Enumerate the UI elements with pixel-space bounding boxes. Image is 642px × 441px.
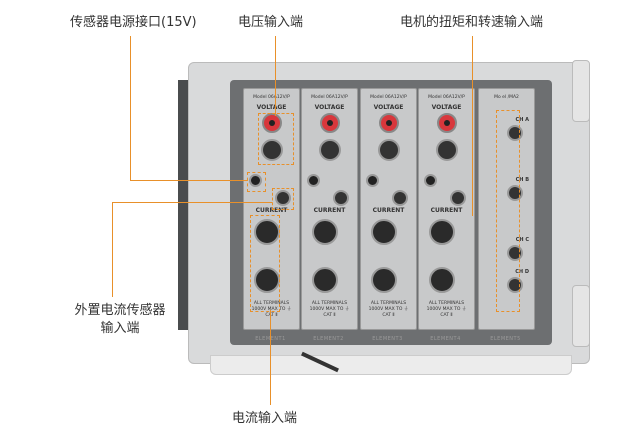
module-model: Mo el /MA2	[494, 95, 519, 100]
highlight-voltage	[258, 113, 294, 165]
highlight-current	[250, 215, 280, 312]
callout-torque-speed: 电机的扭矩和转速输入端	[400, 15, 544, 30]
terminal-rating: ALL TERMINALS 1000V MAX TO ⏚ CAT Ⅱ	[244, 301, 299, 319]
highlight-sensor-power	[247, 172, 266, 192]
sensor-power-connector[interactable]	[424, 174, 437, 187]
module-model: Model 06A12V/P	[428, 95, 465, 100]
element-label: ELEMENT5	[490, 336, 521, 342]
cat-text: CAT Ⅱ	[382, 313, 395, 318]
power-element-module: Model 06A12V/P VOLTAGE CURRENT ALL TERMI…	[243, 88, 300, 330]
leader-line	[130, 36, 131, 180]
rating-text: 1000V MAX TO ⏚	[426, 307, 467, 312]
voltage-heading: VOLTAGE	[373, 104, 404, 111]
cat-text: CAT Ⅱ	[265, 313, 278, 318]
leader-line	[270, 310, 271, 405]
current-terminal-high[interactable]	[312, 219, 338, 245]
ext-current-bnc[interactable]	[450, 190, 466, 206]
voltage-terminal-common[interactable]	[436, 139, 458, 161]
voltage-terminal-common[interactable]	[319, 139, 341, 161]
leader-line	[130, 180, 248, 181]
callout-external-current-sensor: 外置电流传感器输入端	[74, 303, 166, 336]
channel-label: CH B	[515, 177, 529, 183]
right-handle-top	[572, 60, 590, 122]
voltage-heading: VOLTAGE	[256, 104, 287, 111]
current-terminal-high[interactable]	[429, 219, 455, 245]
leader-line	[112, 202, 113, 297]
module-model: Model 06A12V/P	[253, 95, 290, 100]
ext-current-bnc[interactable]	[333, 190, 349, 206]
sensor-power-connector[interactable]	[249, 174, 262, 187]
channel-label: CH A	[515, 117, 529, 123]
highlight-motor	[496, 110, 520, 312]
rating-text: 1000V MAX TO ⏚	[309, 307, 350, 312]
current-terminal-low[interactable]	[429, 267, 455, 293]
terminal-rating: ALL TERMINALS 1000V MAX TO ⏚ CAT Ⅱ	[302, 301, 357, 319]
current-heading: CURRENT	[313, 207, 346, 214]
leader-line	[112, 202, 272, 203]
terminals-text: ALL TERMINALS	[253, 301, 290, 306]
current-terminal-low[interactable]	[254, 267, 280, 293]
voltage-terminal-positive[interactable]	[320, 113, 340, 133]
voltage-terminal-positive[interactable]	[262, 113, 282, 133]
sensor-power-connector[interactable]	[307, 174, 320, 187]
callout-sensor-power: 传感器电源接口(15V)	[70, 15, 197, 30]
leader-line	[472, 36, 473, 216]
module-model: Model 06A12V/P	[311, 95, 348, 100]
element-label: ELEMENT2	[313, 336, 344, 342]
channel-label: CH C	[515, 237, 529, 243]
voltage-terminal-positive[interactable]	[437, 113, 457, 133]
voltage-heading: VOLTAGE	[431, 104, 462, 111]
terminals-text: ALL TERMINALS	[311, 301, 348, 306]
current-heading: CURRENT	[372, 207, 405, 214]
element-label: ELEMENT3	[372, 336, 403, 342]
channel-label: CH D	[515, 269, 529, 275]
power-element-module: Model 06A12V/P VOLTAGE CURRENT ALL TERMI…	[418, 88, 475, 330]
current-terminal-high[interactable]	[371, 219, 397, 245]
callout-voltage-input: 电压输入端	[238, 15, 304, 30]
voltage-terminal-positive[interactable]	[379, 113, 399, 133]
sensor-power-connector[interactable]	[366, 174, 379, 187]
cat-text: CAT Ⅱ	[323, 313, 336, 318]
power-element-module: Model 06A12V/P VOLTAGE CURRENT ALL TERMI…	[360, 88, 417, 330]
terminal-rating: ALL TERMINALS 1000V MAX TO ⏚ CAT Ⅱ	[361, 301, 416, 319]
leader-line	[275, 36, 276, 116]
current-heading: CURRENT	[430, 207, 463, 214]
current-heading: CURRENT	[255, 207, 288, 214]
element-label: ELEMENT4	[430, 336, 461, 342]
power-element-module: Model 06A12V/P VOLTAGE CURRENT ALL TERMI…	[301, 88, 358, 330]
voltage-terminal-common[interactable]	[378, 139, 400, 161]
ext-current-bnc[interactable]	[275, 190, 291, 206]
rating-text: 1000V MAX TO ⏚	[251, 307, 292, 312]
motor-module: Mo el /MA2 CH A CH B CH C CH D	[478, 88, 535, 330]
instrument-feet	[210, 355, 572, 375]
right-handle-bottom	[572, 285, 590, 347]
current-terminal-low[interactable]	[312, 267, 338, 293]
voltage-heading: VOLTAGE	[314, 104, 345, 111]
ext-current-bnc[interactable]	[392, 190, 408, 206]
module-model: Model 06A12V/P	[370, 95, 407, 100]
voltage-terminal-common[interactable]	[261, 139, 283, 161]
callout-current-input: 电流输入端	[232, 411, 298, 426]
terminals-text: ALL TERMINALS	[428, 301, 465, 306]
terminals-text: ALL TERMINALS	[370, 301, 407, 306]
terminal-rating: ALL TERMINALS 1000V MAX TO ⏚ CAT Ⅱ	[419, 301, 474, 319]
rating-text: 1000V MAX TO ⏚	[368, 307, 409, 312]
highlight-ext	[272, 188, 294, 210]
current-terminal-low[interactable]	[371, 267, 397, 293]
cat-text: CAT Ⅱ	[440, 313, 453, 318]
